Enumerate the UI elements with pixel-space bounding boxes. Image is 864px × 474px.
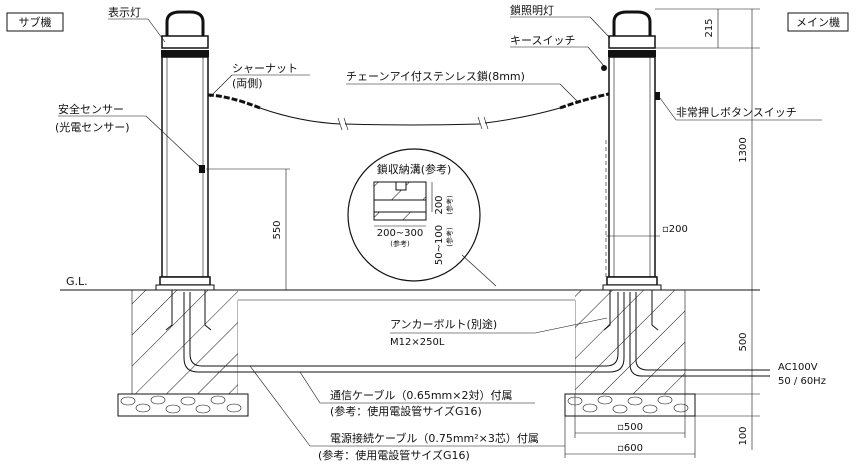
svg-text:(参考：使用電設管サイズG16): (参考：使用電設管サイズG16) bbox=[330, 404, 482, 418]
svg-text:サブ機: サブ機 bbox=[19, 15, 52, 29]
anchor-bolts-left bbox=[165, 290, 212, 331]
main-unit-label: メイン機 bbox=[787, 12, 849, 32]
dimension-215: 215 bbox=[655, 8, 760, 49]
svg-text:100: 100 bbox=[738, 426, 749, 445]
bollard-right bbox=[601, 10, 662, 291]
svg-text:キースイッチ: キースイッチ bbox=[510, 34, 575, 47]
foundation-left bbox=[131, 290, 239, 394]
svg-text:表示灯: 表示灯 bbox=[108, 5, 141, 19]
anchor-bolts-right bbox=[603, 290, 659, 331]
dimension-500-vertical: 500 bbox=[685, 290, 760, 395]
svg-text:電源接続ケーブル（0.75mm²×3芯）付属: 電源接続ケーブル（0.75mm²×3芯）付属 bbox=[330, 431, 539, 445]
callout-power-cable: 電源接続ケーブル（0.75mm²×3芯）付属 (参考：使用電設管サイズG16) bbox=[249, 365, 565, 462]
svg-text:▫600: ▫600 bbox=[617, 443, 643, 454]
callout-safety-sensor: 安全センサー (光電センサー) bbox=[55, 102, 201, 168]
dimension-1300: 1300 bbox=[738, 9, 753, 290]
svg-text:▫200: ▫200 bbox=[662, 224, 688, 235]
svg-text:チェーンアイ付ステンレス鎖(8mm): チェーンアイ付ステンレス鎖(8mm) bbox=[346, 69, 525, 83]
bollard-left bbox=[155, 10, 215, 291]
svg-text:550: 550 bbox=[272, 220, 283, 239]
svg-text:215: 215 bbox=[704, 18, 715, 37]
svg-text:AC100V: AC100V bbox=[778, 362, 818, 373]
callout-chain-light: 鎖照明灯 bbox=[510, 3, 611, 39]
svg-text:(参考): (参考) bbox=[390, 239, 410, 248]
groove-leader bbox=[461, 254, 497, 287]
svg-text:(両側): (両側) bbox=[232, 77, 263, 90]
svg-text:200: 200 bbox=[434, 195, 445, 214]
stainless-chain bbox=[207, 92, 610, 131]
gravel-left bbox=[117, 393, 249, 417]
callout-ac-power: AC100V 50 / 60Hz bbox=[778, 362, 826, 387]
svg-text:50~100: 50~100 bbox=[434, 225, 445, 265]
svg-text:鎖照明灯: 鎖照明灯 bbox=[510, 3, 554, 17]
svg-text:鎖収納溝(参考): 鎖収納溝(参考) bbox=[377, 162, 452, 176]
cable-conduits bbox=[183, 292, 770, 377]
svg-text:M12×250L: M12×250L bbox=[390, 337, 445, 348]
dimension-550: 550 bbox=[206, 168, 290, 290]
svg-text:メイン機: メイン機 bbox=[796, 15, 840, 29]
svg-text:通信ケーブル（0.65mm×2対）付属: 通信ケーブル（0.65mm×2対）付属 bbox=[330, 388, 512, 402]
gl-label: G.L. bbox=[66, 275, 88, 288]
callout-chain: チェーンアイ付ステンレス鎖(8mm) bbox=[346, 69, 579, 103]
callout-emergency-switch: 非常押しボタンスイッチ bbox=[659, 97, 822, 121]
dimension-600: ▫600 bbox=[565, 443, 695, 455]
svg-text:(光電センサー): (光電センサー) bbox=[55, 120, 130, 134]
callout-shear-nut: シャーナット (両側) bbox=[209, 62, 310, 98]
svg-text:▫500: ▫500 bbox=[617, 422, 643, 433]
dimension-100: 100 bbox=[695, 394, 760, 450]
callout-anchor-bolt: アンカーボルト(別途) M12×250L bbox=[390, 317, 608, 348]
dimension-200: ▫200 bbox=[606, 224, 688, 237]
dimension-500-horizontal: ▫500 bbox=[564, 394, 696, 458]
chain-groove-detail: 鎖収納溝(参考) 200~300 (参考) 200 (参考) 50~100 (参… bbox=[347, 148, 481, 282]
svg-text:50 / 60Hz: 50 / 60Hz bbox=[778, 376, 826, 387]
callout-comm-cable: 通信ケーブル（0.65mm×2対）付属 (参考：使用電設管サイズG16) bbox=[299, 371, 535, 418]
callout-key-switch: キースイッチ bbox=[510, 34, 605, 67]
svg-text:1300: 1300 bbox=[738, 137, 749, 162]
svg-text:非常押しボタンスイッチ: 非常押しボタンスイッチ bbox=[676, 105, 797, 119]
svg-text:500: 500 bbox=[738, 332, 749, 351]
gravel-right bbox=[564, 393, 696, 417]
svg-text:(参考): (参考) bbox=[445, 195, 454, 215]
callout-display-light: 表示灯 bbox=[108, 5, 166, 43]
svg-text:シャーナット: シャーナット bbox=[232, 62, 298, 75]
svg-text:安全センサー: 安全センサー bbox=[58, 102, 124, 116]
svg-text:(参考：使用電設管サイズG16): (参考：使用電設管サイズG16) bbox=[318, 448, 470, 462]
svg-text:アンカーボルト(別途): アンカーボルト(別途) bbox=[390, 317, 497, 331]
svg-text:(参考): (参考) bbox=[445, 227, 454, 247]
svg-text:200~300: 200~300 bbox=[377, 228, 424, 239]
sub-unit-label: サブ機 bbox=[6, 12, 64, 32]
